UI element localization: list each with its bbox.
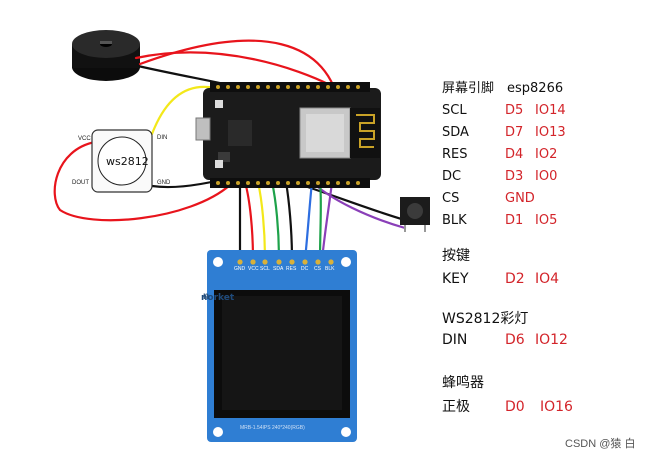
lcd-brand-watermark: norket [201,293,235,303]
lcd-module: n [203,250,357,442]
legend-row-dpin: D7 [505,125,524,140]
legend-buzzer-pin: 正极 [442,399,470,415]
legend-row-dpin: D5 [505,103,524,118]
ws2812-vcc-label: VCC [78,136,91,142]
legend-row-dpin: D4 [505,147,524,162]
lcd-pin-res: RES [286,266,297,272]
legend-row-dpin: D3 [505,169,524,184]
legend-ws-dpin: D6 [505,332,525,348]
legend-row-dpin: GND [505,191,535,206]
legend-row-pin: SDA [442,125,469,140]
lcd-green2-wire [318,180,322,262]
legend-screen-header-value: esp8266 [507,81,564,96]
legend-key-dpin: D2 [505,271,525,287]
lcd-pin-vcc: VCC [248,266,259,272]
ws2812-din-label: DIN [157,135,168,141]
legend-key-io: IO4 [535,271,560,287]
lcd-black2-wire [284,180,294,262]
legend-row-io: IO14 [535,103,566,118]
legend-row-pin: RES [442,147,468,162]
legend-ws-io: IO12 [535,332,568,348]
csdn-watermark: CSDN @猿 白 [565,438,636,450]
legend-row-pin: DC [442,169,462,184]
legend-row-io: IO13 [535,125,566,140]
lcd-red-wire [243,180,255,262]
lcd-yellow-wire [256,180,267,262]
lcd-pin-sda: SDA [273,266,284,272]
legend-row-io: IO5 [535,213,558,228]
ws2812-vcc-wire [53,140,232,222]
legend-row-pin: SCL [442,103,467,118]
lcd-pin-dc: DC [301,266,309,272]
svg-text:n: n [203,291,209,302]
lcd-pin-cs: CS [314,266,321,272]
legend-row-dpin: D1 [505,213,524,228]
lcd-pin-scl: SCL [260,266,270,272]
legend-row-pin: BLK [442,213,467,228]
esp8266-board [195,82,381,188]
legend-key-pin: KEY [442,271,469,287]
ws2812-module [91,129,153,193]
legend-key-title: 按键 [442,248,470,264]
legend-ws-pin: DIN [442,332,468,348]
legend-row-io: IO0 [535,169,558,184]
legend-row-io: IO2 [535,147,558,162]
legend-buzzer-io: IO16 [540,399,573,415]
legend-ws-title: WS2812彩灯 [442,311,529,327]
lcd-pin-gnd: GND [234,266,246,272]
ws2812-name: ws2812 [106,155,149,168]
key-button [400,197,430,232]
legend-buzzer-dpin: D0 [505,399,525,415]
legend-row-pin: CS [442,191,460,206]
legend-screen-header-label: 屏幕引脚 [442,81,495,96]
ws2812-gnd-label: GND [157,180,171,186]
lcd-pin-blk: BLK [325,266,335,272]
lcd-green-wire [270,180,281,262]
ws2812-dout-label: DOUT [72,180,89,186]
legend-buzzer-title: 蜂鸣器 [442,375,484,391]
lcd-model-label: MRB-1.54IPS 240*240(RGB) [240,425,305,431]
lcd-blue-wire [303,180,314,262]
buzzer [72,30,140,81]
